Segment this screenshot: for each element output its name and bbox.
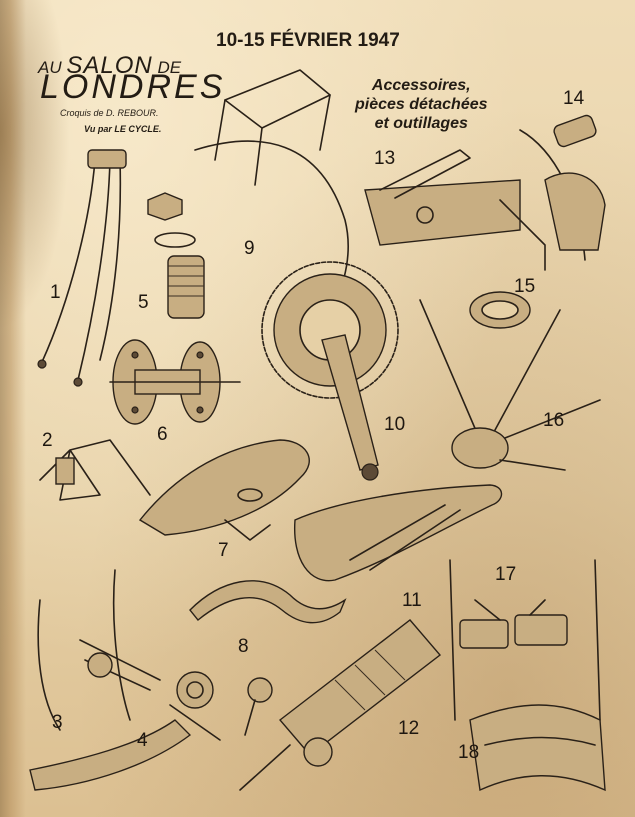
saddle-frame-drawing	[294, 484, 503, 582]
publisher-credit: Vu par LE CYCLE.	[84, 124, 162, 134]
lamp-bracket-drawing	[519, 114, 606, 261]
item-number-7: 7	[218, 540, 229, 561]
item-number-3: 3	[52, 712, 63, 733]
clamp-drawing	[469, 291, 531, 329]
bottom-bracket-drawing	[419, 299, 601, 471]
item-number-5: 5	[138, 292, 149, 313]
subtitle-line-3: et outillages	[374, 115, 468, 132]
pump-drawing	[239, 619, 442, 791]
item-number-16: 16	[543, 410, 565, 431]
headset-drawing	[147, 192, 205, 319]
brake-lever-drawing	[29, 671, 221, 791]
chainring-drawing	[261, 261, 399, 481]
item-number-2: 2	[42, 430, 53, 451]
item-number-1: 1	[50, 282, 61, 303]
item-number-10: 10	[384, 414, 406, 435]
clip-drawing	[39, 439, 151, 501]
item-number-11: 11	[402, 590, 422, 611]
item-number-15: 15	[514, 276, 536, 297]
item-number-8: 8	[238, 636, 249, 657]
word-salon: SALON	[66, 52, 153, 79]
item-number-6: 6	[157, 424, 168, 445]
subtitle-line-1: Accessoires,	[371, 77, 471, 94]
item-number-12: 12	[398, 718, 420, 739]
item-number-4: 4	[137, 730, 148, 751]
title-au-salon-de: AU SALON DE	[38, 52, 181, 80]
fork-drawing	[37, 149, 127, 387]
word-au: AU	[38, 58, 62, 77]
front-brake-drawing	[37, 569, 161, 731]
subtitle-line-2: pièces détachées	[355, 96, 488, 113]
item-number-14: 14	[563, 88, 585, 109]
item-number-18: 18	[458, 742, 480, 763]
item-number-9: 9	[244, 238, 255, 259]
event-date: 10-15 FÉVRIER 1947	[216, 30, 400, 51]
rear-brake-drawing	[449, 559, 601, 721]
tire-drawing	[469, 704, 606, 792]
saddle-drawing	[138, 439, 310, 541]
chain-tool-drawing	[364, 149, 546, 271]
handlebar-drawing	[189, 580, 347, 736]
subtitle: Accessoires, pièces détachées et outilla…	[355, 76, 488, 133]
hub-drawing	[109, 339, 241, 425]
title-londres: LONDRES	[40, 68, 226, 106]
item-number-17: 17	[495, 564, 517, 585]
stain	[0, 0, 70, 330]
torn-edge	[0, 0, 26, 817]
illustrator-credit: Croquis de D. REBOUR.	[60, 108, 159, 118]
item-number-13: 13	[374, 148, 396, 169]
word-de: DE	[157, 58, 182, 77]
